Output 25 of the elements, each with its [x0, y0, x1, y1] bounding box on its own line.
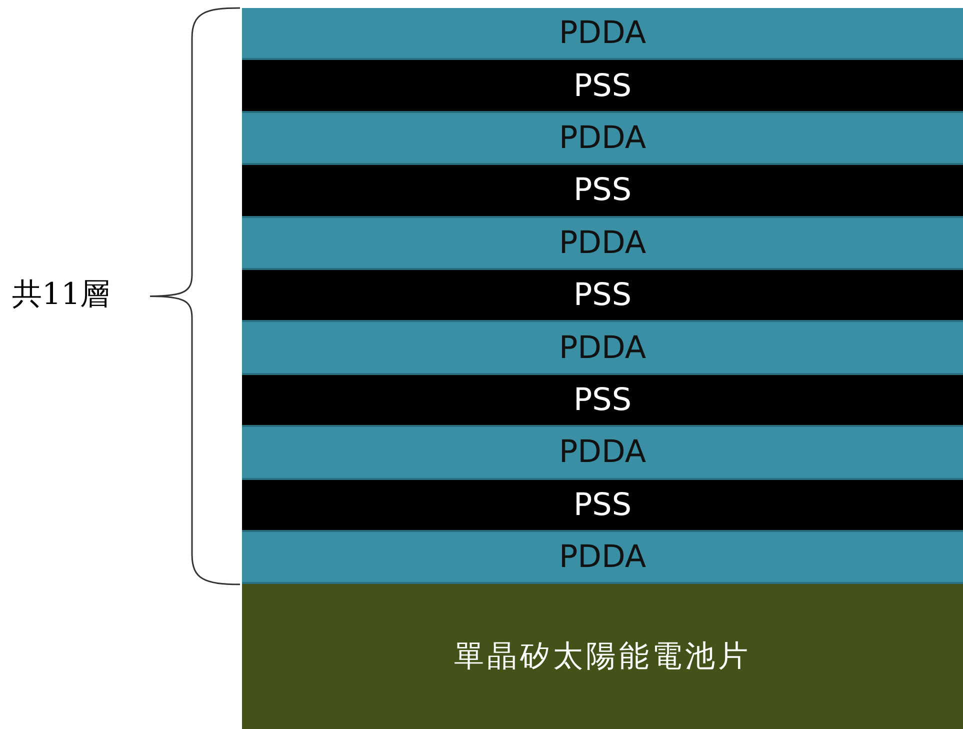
pdda-layer: [242, 322, 963, 375]
layer-label: PDDA: [558, 120, 646, 156]
layer-count-label: 共11層: [12, 276, 110, 314]
layer-label: PSS: [573, 486, 632, 523]
pss-layer: [242, 165, 963, 218]
layer-label: PDDA: [558, 15, 646, 52]
pdda-layer: [242, 427, 963, 480]
substrate-layer: [242, 584, 963, 729]
pdda-layer: [242, 532, 963, 584]
layer-label: PDDA: [558, 539, 646, 576]
pss-layer: [242, 374, 963, 428]
pss-layer: [242, 480, 963, 532]
layer-label: PSS: [573, 68, 632, 104]
layer-label: PSS: [573, 277, 632, 314]
layer-label: PDDA: [558, 434, 646, 470]
substrate-label: 單晶矽太陽能電池片: [454, 638, 751, 676]
pdda-layer: [242, 8, 963, 60]
layer-label: PSS: [573, 382, 632, 418]
layer-label: PSS: [573, 172, 632, 208]
pdda-layer: [242, 218, 963, 270]
pdda-layer: [242, 112, 963, 166]
pss-layer: [242, 60, 963, 113]
layer-label: PDDA: [558, 330, 646, 366]
layer-label: PDDA: [558, 224, 646, 261]
pss-layer: [242, 270, 963, 322]
